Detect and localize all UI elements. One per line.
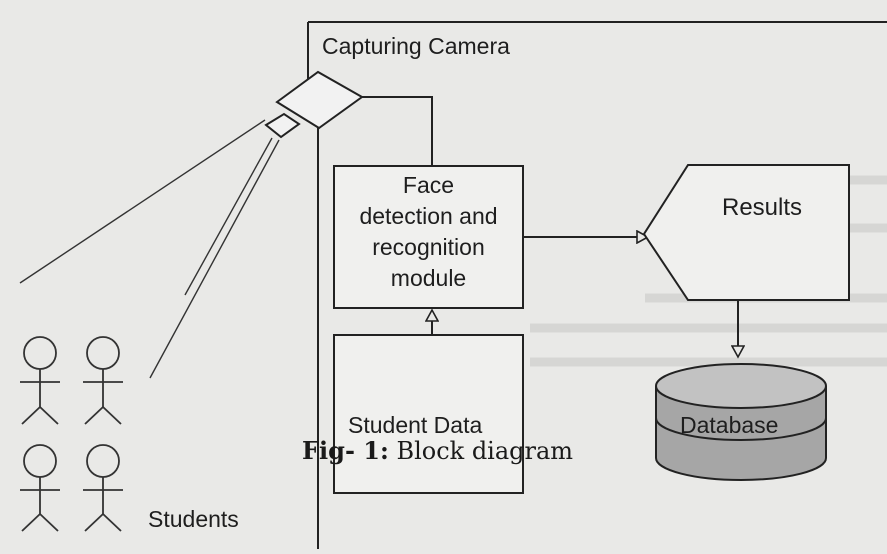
camera-label: Capturing Camera [322,33,510,59]
camera-view-line-2 [184,137,273,296]
camera-view-line-3 [149,139,280,379]
camera-to-module-arrow [362,96,432,180]
caption-text: Block diagram [388,437,574,465]
results-shape [642,164,850,301]
students-label: Students [148,506,239,532]
camera-icon [264,70,364,139]
camera-view-line-1 [19,119,266,284]
student-figure-icon [20,444,60,532]
face-module-label: Face detection and recognition module [359,172,498,291]
student-figure-icon [83,444,123,532]
students-group [20,336,123,532]
student-data-label: Student Data [348,412,483,438]
database-cylinder [655,363,827,481]
database-label: Database [680,412,779,438]
student-data-box [333,334,524,494]
student-figure-icon [20,336,60,425]
figure-caption: Fig- 1: Block diagram [302,436,573,465]
results-label: Results [722,194,803,221]
student-figure-icon [83,336,123,425]
face-module-box [333,165,524,309]
caption-prefix: Fig- 1: [302,436,389,465]
